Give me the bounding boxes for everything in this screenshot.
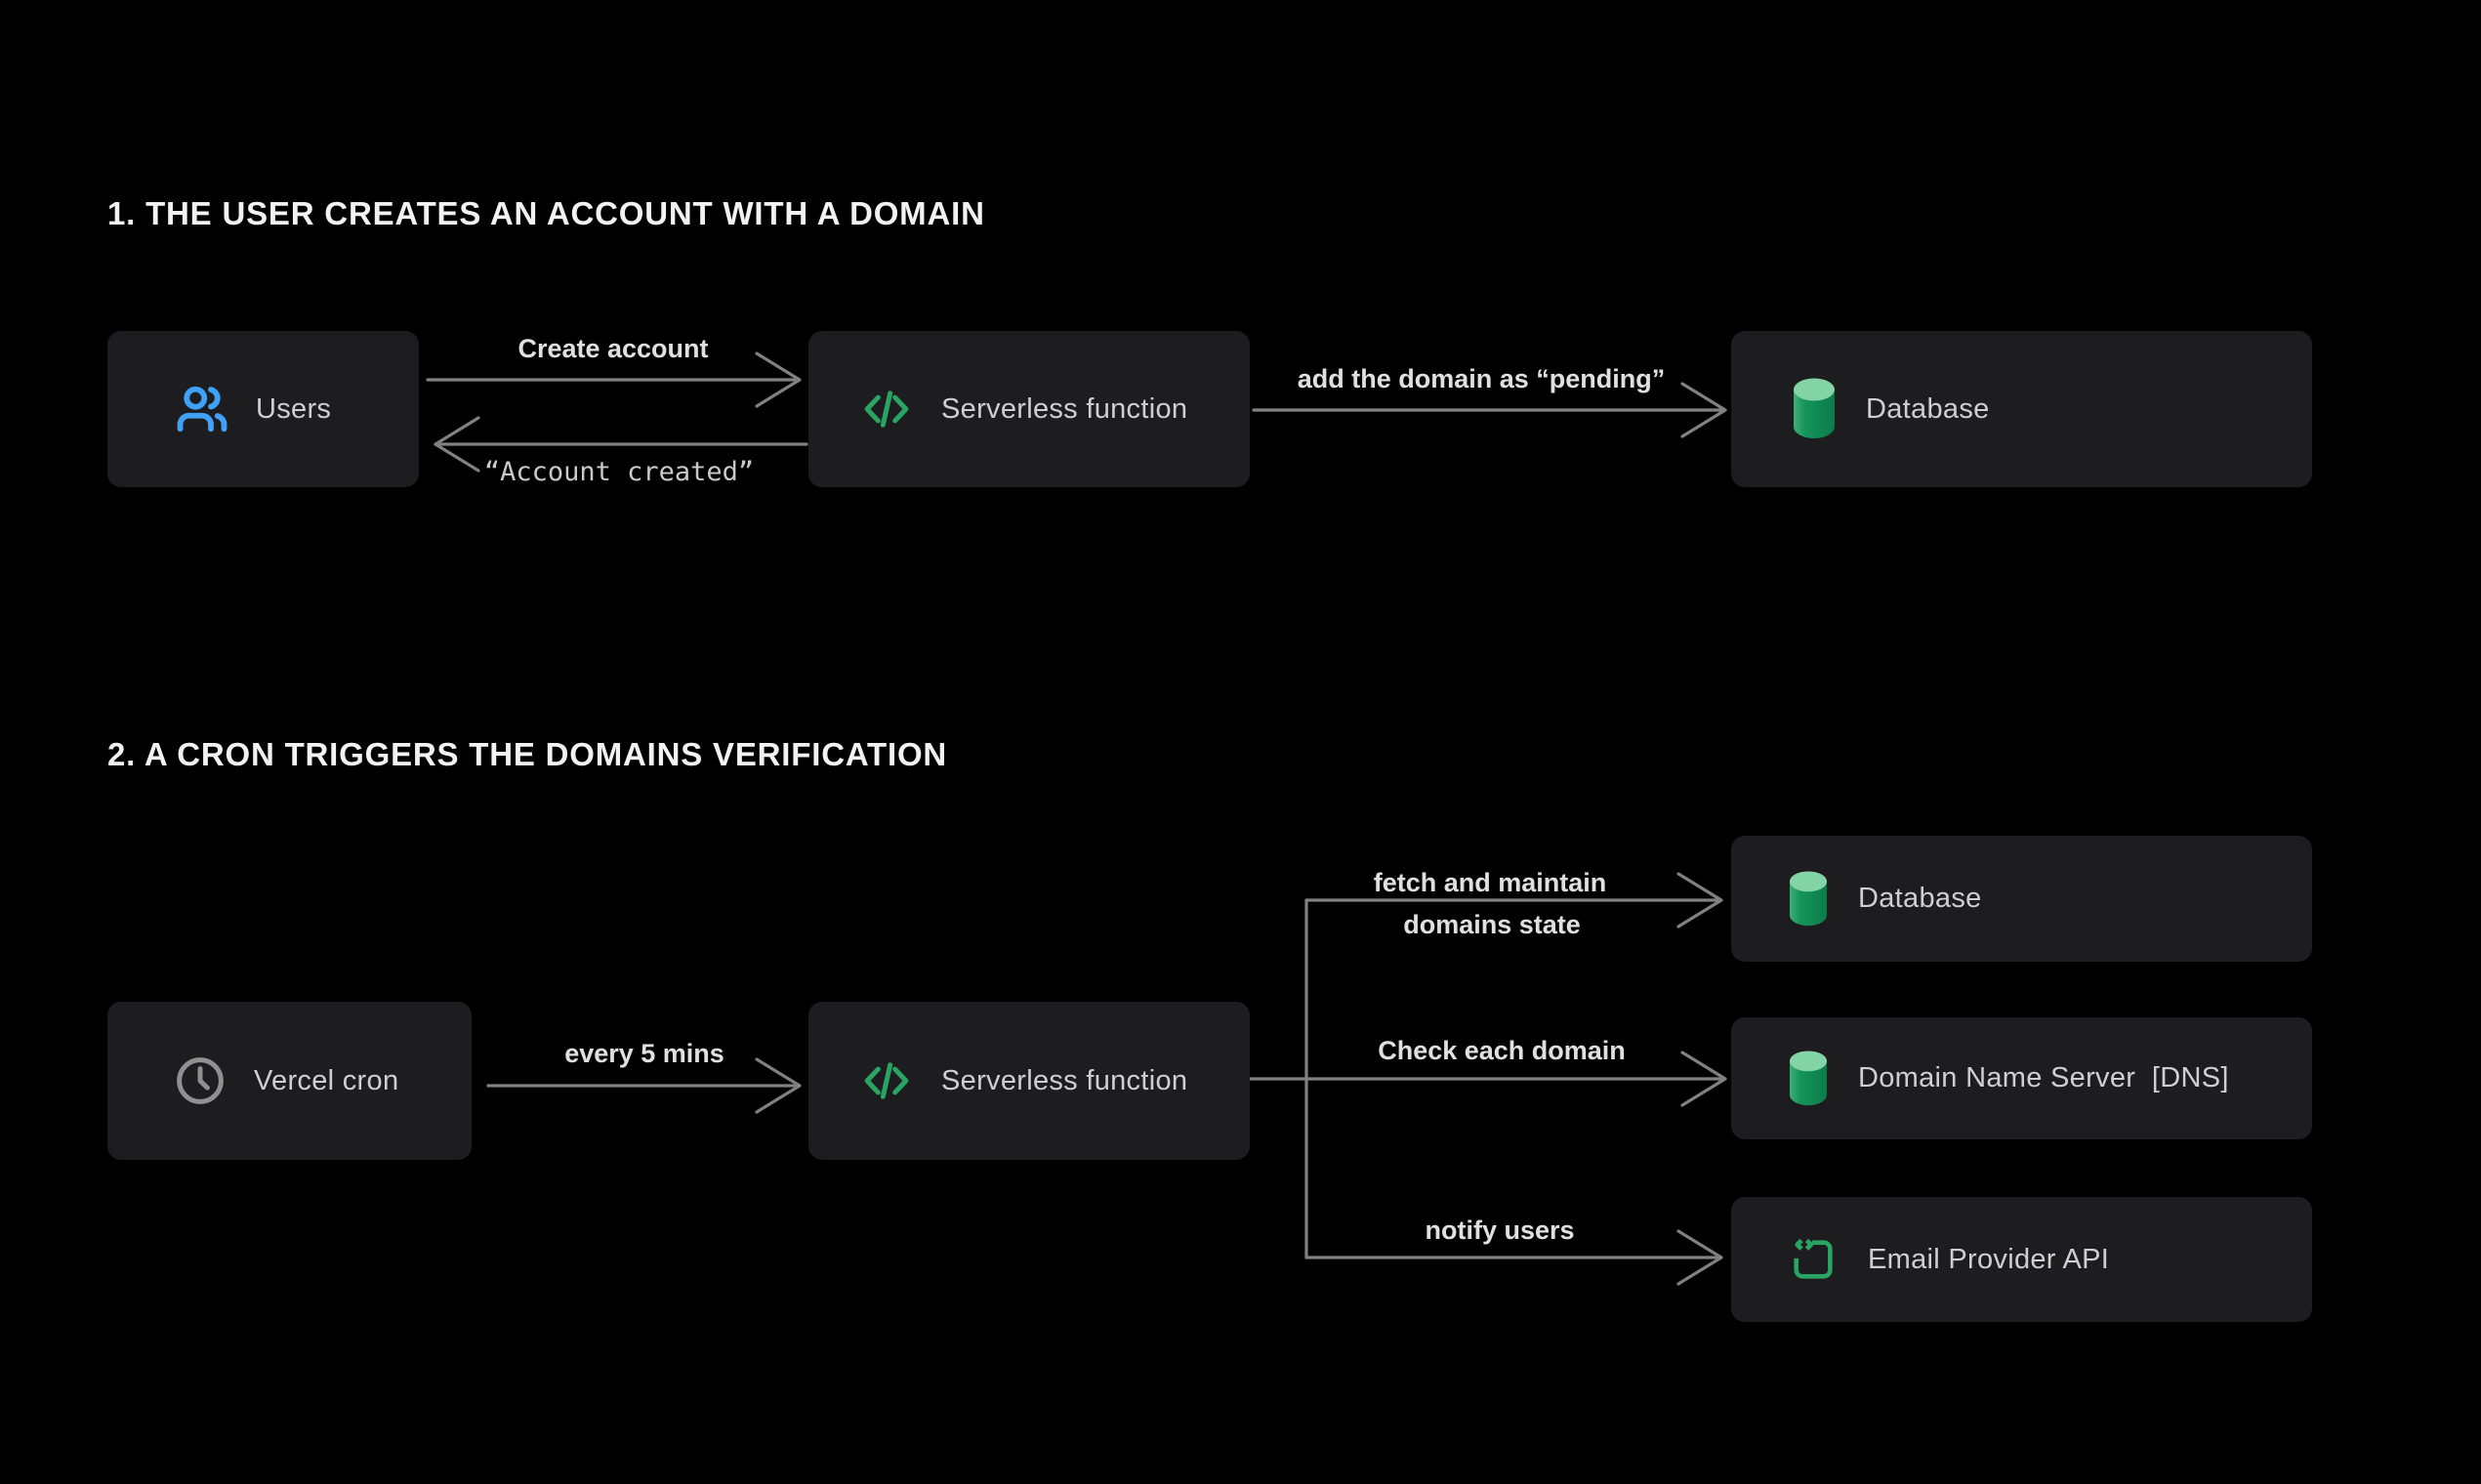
section-2-title: 2. A CRON TRIGGERS THE DOMAINS VERIFICAT… [107,736,948,772]
node-email-provider-api: Email Provider API [1731,1197,2312,1322]
node-serverless-function-1: Serverless function [808,331,1250,487]
database-icon [1794,378,1835,438]
arrow-label-create-account: Create account [517,334,709,363]
node-vercel-cron: Vercel cron [107,1002,472,1160]
node-users: Users [107,331,419,487]
arrow-create-account-head [755,351,802,408]
clock-icon [177,1057,224,1104]
node-database-1: Database [1731,331,2312,487]
arrow-label-account-created: “Account created” [483,457,755,487]
arrow-label-every-5-mins: every 5 mins [564,1039,724,1068]
node-label: Users [256,392,332,425]
node-dns: Domain Name Server [DNS] [1731,1017,2312,1139]
arrow-label-notify-users: notify users [1425,1216,1575,1245]
arrow-label-fetch-line1: fetch and maintain [1373,868,1607,897]
node-label: Database [1866,392,1990,425]
arrow-fetch-head [1676,872,1723,928]
node-label: Serverless function [941,392,1188,425]
section-1-title: 1. THE USER CREATES AN ACCOUNT WITH A DO… [107,195,985,231]
node-label: Email Provider API [1868,1243,2110,1275]
node-label: Database [1858,883,1982,914]
node-serverless-function-2: Serverless function [808,1002,1250,1160]
code-icon [864,391,909,428]
node-database-2: Database [1731,836,2312,962]
node-label: Vercel cron [254,1064,399,1096]
arrow-every-5-head [755,1057,802,1114]
arrow-account-created-head [434,416,480,473]
arrow-label-add-pending: add the domain as “pending” [1297,364,1666,393]
arrow-notify-head [1676,1229,1723,1286]
code-icon [864,1062,909,1099]
node-label: Serverless function [941,1064,1188,1096]
code-box-icon [1794,1238,1833,1279]
database-icon [1789,1050,1828,1105]
node-label: Domain Name Server [DNS] [1858,1062,2229,1093]
arrow-check-domain-head [1680,1051,1727,1107]
arrow-add-pending-head [1680,382,1727,438]
users-icon [177,386,227,433]
arrow-label-fetch-line2: domains state [1403,910,1581,939]
arrow-label-check-domain: Check each domain [1378,1036,1626,1065]
database-icon [1789,870,1828,926]
